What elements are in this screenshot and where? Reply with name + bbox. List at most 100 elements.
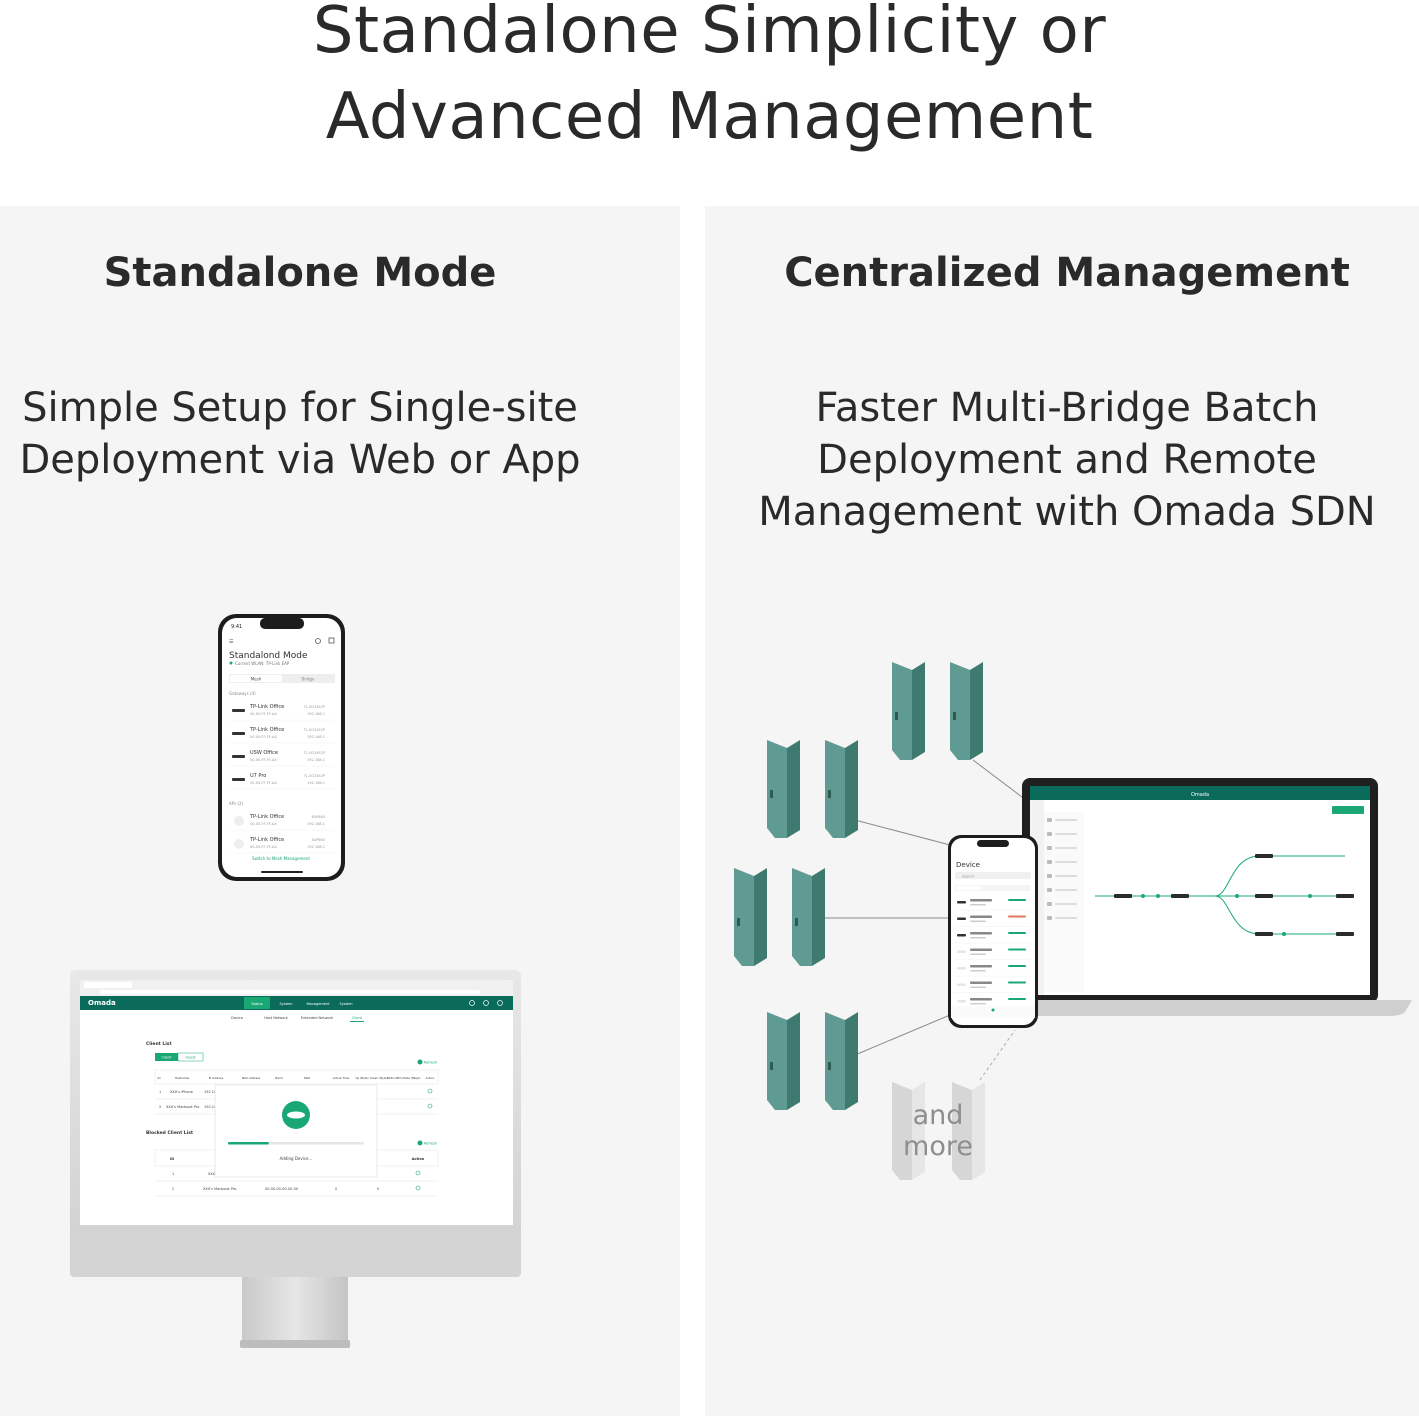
blocked-row2-val2: 0 bbox=[377, 1187, 379, 1191]
help-icon[interactable] bbox=[483, 1000, 489, 1006]
subnav-device[interactable]: Device bbox=[231, 1016, 243, 1020]
device-mac: 00-00-FF-FF-AA bbox=[250, 822, 277, 826]
omada-navbar bbox=[80, 996, 513, 1010]
topology-node bbox=[1255, 932, 1273, 936]
sidebar-icon bbox=[1047, 846, 1052, 850]
sidebar-label bbox=[1055, 889, 1077, 891]
device-name-line bbox=[970, 899, 992, 902]
home-tab-icon[interactable] bbox=[991, 1008, 995, 1012]
blocked-list-title: Blocked Client List bbox=[146, 1130, 194, 1136]
bridge-front bbox=[825, 1012, 845, 1110]
grid-icon[interactable] bbox=[328, 637, 335, 644]
network-topology bbox=[1047, 818, 1354, 936]
tab-bridge-label[interactable]: Bridge bbox=[301, 677, 315, 682]
device-status bbox=[1008, 998, 1026, 1000]
bridge-front bbox=[792, 868, 812, 966]
tab-client[interactable] bbox=[155, 1053, 178, 1061]
nav-management-label[interactable]: Management bbox=[306, 1002, 330, 1006]
bridge-front bbox=[950, 662, 970, 760]
block-icon[interactable] bbox=[427, 1088, 433, 1094]
device-model: EAP660 bbox=[312, 815, 325, 819]
main-title-line1: Standalone Simplicity or bbox=[312, 0, 1107, 68]
device-ip: 192.168.1 bbox=[307, 822, 325, 826]
main-title: Standalone Simplicity or Advanced Manage… bbox=[0, 0, 1419, 160]
nav-system-label[interactable]: System bbox=[279, 1002, 293, 1006]
topology-node bbox=[1171, 894, 1189, 898]
device-mac: 00-00-FF-FF-AA bbox=[250, 781, 277, 785]
device-status bbox=[1008, 932, 1026, 934]
bridge-front bbox=[825, 740, 845, 838]
nav-system2-label[interactable]: System bbox=[339, 1002, 353, 1006]
unblock-icon[interactable] bbox=[415, 1185, 421, 1191]
bridge-device bbox=[825, 740, 858, 838]
menu-icon[interactable]: ☰ bbox=[229, 639, 234, 645]
column-header: ID bbox=[158, 1076, 161, 1080]
phone-notch bbox=[260, 618, 304, 629]
bridge-side bbox=[812, 868, 825, 966]
column-header: Down (Byte) bbox=[370, 1076, 387, 1080]
and-more-line2: more bbox=[903, 1131, 973, 1162]
device-sub-line bbox=[970, 970, 986, 972]
sidebar-label bbox=[1055, 833, 1077, 835]
bridge-front bbox=[767, 1012, 787, 1110]
sidebar-icon bbox=[1047, 916, 1052, 920]
sidebar-label bbox=[1055, 861, 1077, 863]
gateway-icon bbox=[232, 778, 245, 781]
column-header: Hostname bbox=[175, 1076, 190, 1080]
bridge-side bbox=[845, 1012, 858, 1110]
topology-node bbox=[1336, 932, 1354, 936]
topology-dot bbox=[1308, 894, 1312, 898]
device-model: TL-SG3452P bbox=[303, 774, 325, 778]
subnav-host-network[interactable]: Host Network bbox=[264, 1016, 289, 1020]
unblock-icon[interactable] bbox=[415, 1170, 421, 1176]
sidebar-label bbox=[1055, 819, 1077, 821]
device-ip: 192.168.1 bbox=[307, 845, 325, 849]
device-sub-line bbox=[970, 1003, 986, 1005]
topology-dot bbox=[1235, 894, 1239, 898]
power-icon[interactable] bbox=[497, 1000, 503, 1006]
tab-mesh[interactable] bbox=[230, 675, 282, 682]
bridge-port bbox=[953, 712, 956, 720]
phone-device-list: TP-Link Office 00-00-FF-FF-AA TL-SG3452P 19… bbox=[229, 704, 335, 854]
centralized-description-line1: Faster Multi-Bridge Batch bbox=[815, 385, 1319, 431]
subnav-client[interactable]: Client bbox=[352, 1016, 363, 1020]
bridge-front bbox=[734, 868, 754, 966]
bridge-device bbox=[892, 662, 925, 760]
refresh-label[interactable]: Refresh bbox=[424, 1061, 437, 1065]
subnav-extended-network[interactable]: Extended Network bbox=[301, 1016, 334, 1020]
add-device-button[interactable] bbox=[1332, 806, 1364, 814]
search-icon[interactable] bbox=[315, 638, 321, 644]
refresh-icon[interactable] bbox=[417, 1059, 423, 1065]
phone-subtitle: Current WLAN: TP-Link EAP bbox=[235, 661, 290, 666]
client-row1-ip: 192.16 bbox=[204, 1090, 216, 1094]
device-name: TP-Link Office bbox=[249, 814, 284, 820]
phone-time: 9:41 bbox=[231, 624, 242, 630]
tab-guest[interactable] bbox=[177, 1052, 204, 1062]
aps-section-label: APs (2) bbox=[229, 801, 244, 806]
phone-title: Standalond Mode bbox=[229, 651, 308, 661]
logout-icon[interactable] bbox=[469, 1000, 475, 1006]
laptop-omada-brand: Omada bbox=[1191, 792, 1209, 798]
device-sub-line bbox=[970, 986, 986, 988]
client-row1-hostname: XXX's iPhone bbox=[170, 1090, 193, 1094]
block-icon[interactable] bbox=[427, 1103, 433, 1109]
gateway-icon bbox=[232, 709, 245, 712]
bridge-port bbox=[828, 790, 831, 798]
topology-dot bbox=[1282, 932, 1286, 936]
blocked-row2-val1: 0 bbox=[335, 1187, 337, 1191]
sidebar-icon bbox=[1047, 888, 1052, 892]
right-phone-search-label: Search bbox=[962, 875, 974, 879]
refresh-label[interactable]: Refresh bbox=[424, 1142, 437, 1146]
switch-management-link[interactable]: Switch to Mesh Management bbox=[252, 856, 310, 861]
right-phone-search[interactable] bbox=[955, 872, 1031, 879]
blocked-row2-mac: 00-00-00-00-00-00 bbox=[265, 1187, 298, 1191]
more-devices: and more bbox=[892, 1082, 985, 1180]
tab-client-label: Client bbox=[161, 1056, 172, 1060]
refresh-icon[interactable] bbox=[417, 1140, 423, 1146]
bridge-port bbox=[770, 790, 773, 798]
nav-status[interactable] bbox=[244, 997, 270, 1009]
client-row2-ip: 192.16 bbox=[204, 1105, 216, 1109]
blocked-row1-id: 1 bbox=[172, 1172, 174, 1176]
device-name: U7 Pro bbox=[250, 773, 266, 779]
column-header: Action bbox=[426, 1076, 435, 1080]
